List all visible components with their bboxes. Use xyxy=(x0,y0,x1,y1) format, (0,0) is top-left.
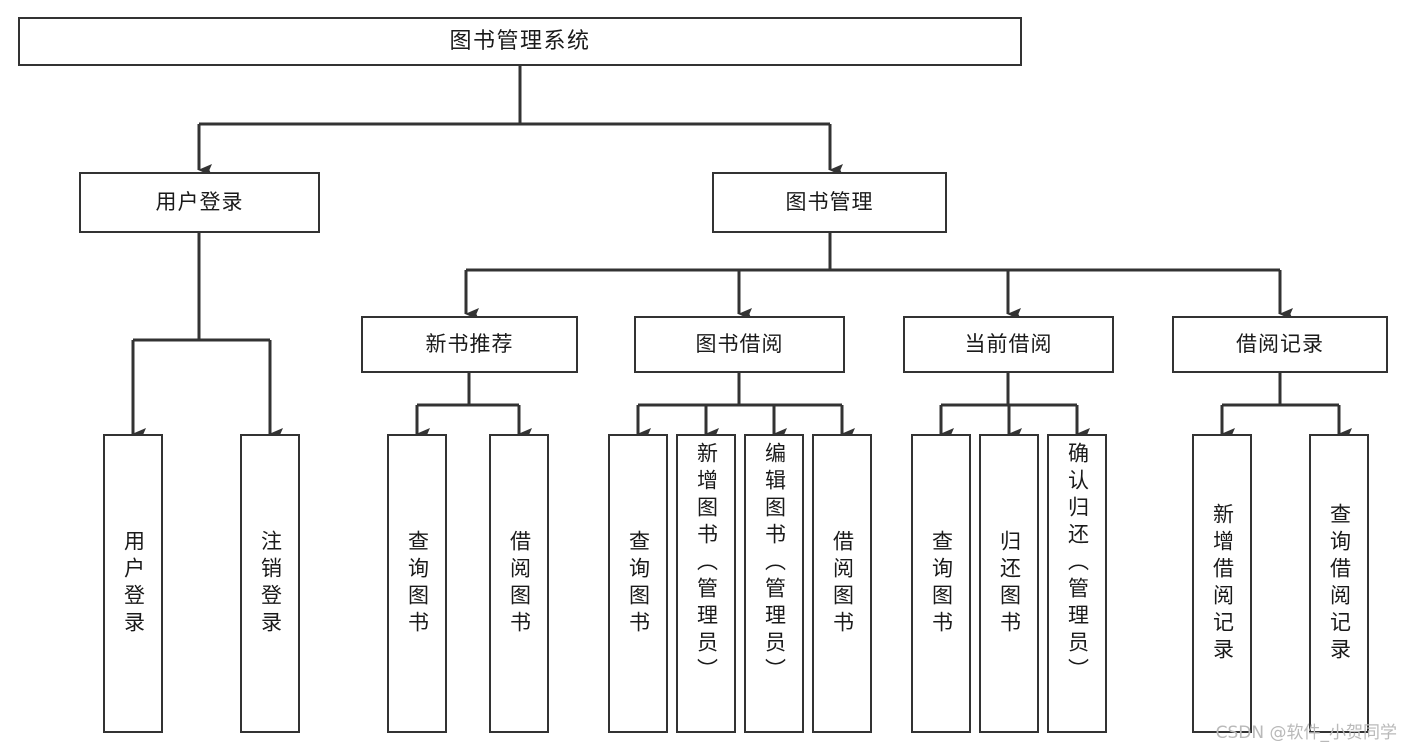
node-leaf-query-book-1[interactable]: 查询图书 xyxy=(387,434,447,733)
node-label: 用户登录 xyxy=(155,190,244,215)
node-borrow-record[interactable]: 借阅记录 xyxy=(1172,316,1388,373)
node-book-borrow[interactable]: 图书借阅 xyxy=(634,316,845,373)
node-label: 图书管理系统 xyxy=(449,28,591,54)
node-label: 图书管理 xyxy=(785,190,874,215)
node-leaf-user-logout[interactable]: 注销登录 xyxy=(240,434,300,733)
node-book-manage[interactable]: 图书管理 xyxy=(712,172,947,233)
node-leaf-return-book[interactable]: 归还图书 xyxy=(979,434,1039,733)
node-label: 编辑图书（管理员） xyxy=(762,442,787,685)
node-leaf-query-book-3[interactable]: 查询图书 xyxy=(911,434,971,733)
node-leaf-user-login[interactable]: 用户登录 xyxy=(103,434,163,733)
node-label: 借阅图书 xyxy=(830,529,855,638)
node-label: 新增图书（管理员） xyxy=(694,442,719,685)
node-current-borrow[interactable]: 当前借阅 xyxy=(903,316,1114,373)
node-leaf-borrow-book-1[interactable]: 借阅图书 xyxy=(489,434,549,733)
node-leaf-borrow-book-2[interactable]: 借阅图书 xyxy=(812,434,872,733)
node-leaf-query-book-2[interactable]: 查询图书 xyxy=(608,434,668,733)
node-label: 当前借阅 xyxy=(964,332,1053,357)
node-label: 查询图书 xyxy=(626,529,651,638)
node-label: 用户登录 xyxy=(121,529,146,638)
node-label: 借阅记录 xyxy=(1236,332,1324,357)
node-label: 查询图书 xyxy=(405,529,430,638)
node-label: 借阅图书 xyxy=(507,529,532,638)
node-label: 查询图书 xyxy=(929,529,954,638)
node-label: 新书推荐 xyxy=(425,332,514,357)
node-label: 归还图书 xyxy=(997,529,1022,638)
node-label: 注销登录 xyxy=(258,529,283,638)
node-leaf-edit-book[interactable]: 编辑图书（管理员） xyxy=(744,434,804,733)
node-label: 确认归还（管理员） xyxy=(1065,442,1090,685)
node-leaf-confirm-return[interactable]: 确认归还（管理员） xyxy=(1047,434,1107,733)
csdn-watermark: CSDN @软件_小贺同学 xyxy=(1215,723,1397,743)
node-new-book-recommend[interactable]: 新书推荐 xyxy=(361,316,578,373)
node-root-book-management-system[interactable]: 图书管理系统 xyxy=(18,17,1022,66)
node-leaf-query-record[interactable]: 查询借阅记录 xyxy=(1309,434,1369,733)
node-leaf-add-book[interactable]: 新增图书（管理员） xyxy=(676,434,736,733)
node-label: 查询借阅记录 xyxy=(1327,502,1352,665)
node-label: 图书借阅 xyxy=(695,332,784,357)
node-leaf-add-record[interactable]: 新增借阅记录 xyxy=(1192,434,1252,733)
node-user-login[interactable]: 用户登录 xyxy=(79,172,320,233)
node-label: 新增借阅记录 xyxy=(1210,502,1235,665)
